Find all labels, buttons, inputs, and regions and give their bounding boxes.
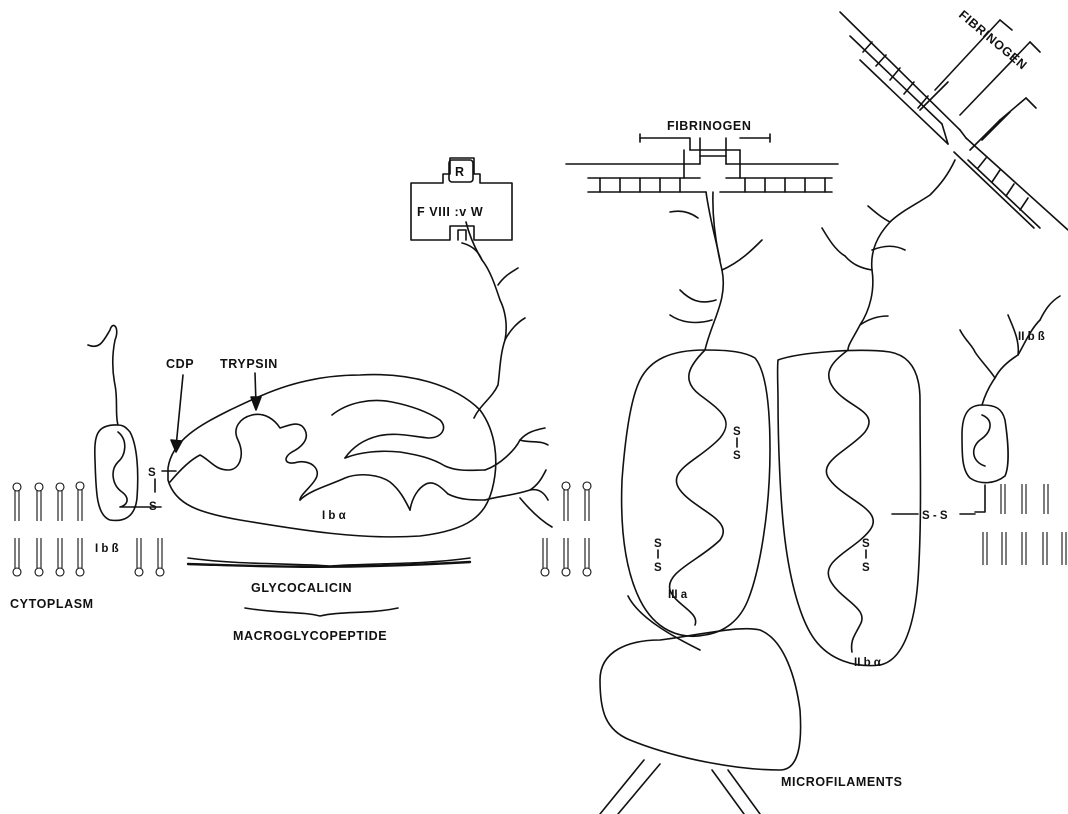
- label-s-iiia-2: S: [733, 450, 741, 462]
- gp-iib-beta: [960, 296, 1060, 512]
- label-fibrinogen-top: FIBRINOGEN: [667, 119, 751, 133]
- label-s-iib-2: S: [862, 562, 870, 574]
- label-s-s-iib-bridge: S - S: [922, 510, 948, 522]
- label-macroglycopeptide: MACROGLYCOPEPTIDE: [233, 629, 387, 643]
- gp-iib-alpha: [778, 350, 921, 666]
- fibrinogen-top: [566, 134, 838, 350]
- label-cdp: CDP: [166, 357, 194, 371]
- label-s-iiia-1: S: [733, 426, 741, 438]
- label-fviii-vw: F VIII :v W: [417, 205, 483, 219]
- label-ib-beta: I b ß: [95, 543, 119, 555]
- label-s-iib-1: S: [862, 538, 870, 550]
- lower-globular-domain: [600, 596, 801, 814]
- label-s-ib-upper: S: [148, 467, 156, 479]
- ib-alpha-stalk: [462, 222, 525, 418]
- annotation-lines: [134, 373, 975, 616]
- label-fibrinogen-diagonal: FIBRINOGEN: [956, 8, 1030, 73]
- label-glycocalicin: GLYCOCALICIN: [251, 581, 352, 595]
- membrane-lipids-right: [983, 484, 1066, 565]
- label-iib-beta: II b ß: [1018, 331, 1045, 343]
- label-s-ib-lower: S: [149, 501, 157, 513]
- fibrinogen-diagonal: [822, 12, 1068, 350]
- membrane-lipids-left: [13, 482, 164, 576]
- label-iib-alpha: II b α: [854, 657, 881, 669]
- label-microfilaments: MICROFILAMENTS: [781, 775, 903, 789]
- label-r: R: [455, 165, 465, 179]
- label-s-iiia-3: S: [654, 538, 662, 550]
- gp-ib-alpha: [168, 375, 552, 537]
- label-trypsin: TRYPSIN: [220, 357, 278, 371]
- gp-ib-beta: [88, 325, 138, 520]
- gp-iiia: [622, 350, 770, 636]
- membrane-lipids-middle: [541, 482, 591, 576]
- label-ib-alpha: I b α: [322, 510, 346, 522]
- label-cytoplasm: CYTOPLASM: [10, 597, 94, 611]
- label-s-iiia-4: S: [654, 562, 662, 574]
- diagram-labels: FIBRINOGEN FIBRINOGEN R F VIII :v W CDP …: [10, 8, 1045, 789]
- label-iiia: III a: [668, 589, 688, 601]
